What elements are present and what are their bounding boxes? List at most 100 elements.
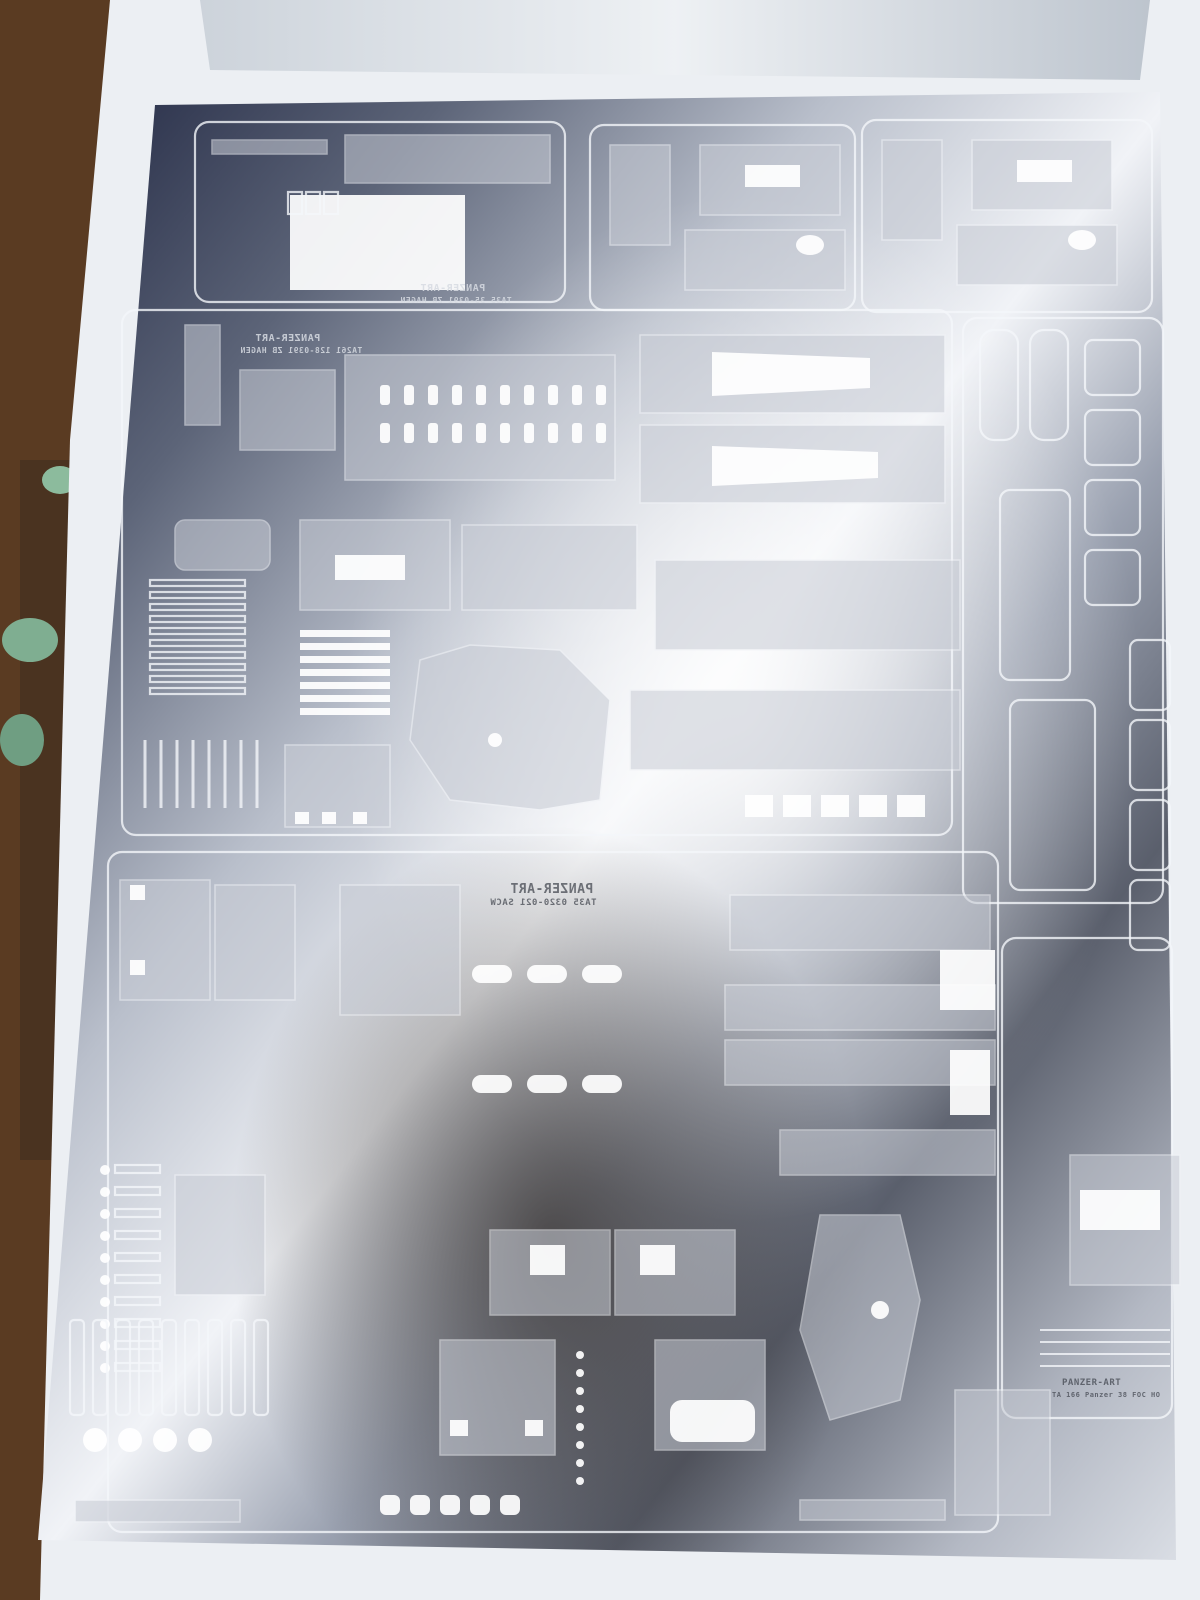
part-tab-cutout [783,795,811,817]
part-chain-link [100,1275,110,1285]
part-chain-bar [113,1229,162,1241]
part-square-plate [239,369,336,451]
part-cover-plate [799,1214,921,1421]
part-tool-clamp [206,1318,224,1417]
part-mantlet [174,519,271,571]
part-ladder-rung [148,686,247,696]
part-grille-slot [572,423,582,443]
part-grille-slot [524,385,534,405]
part-hinge-group [1128,718,1172,792]
part-hinge-group [1083,478,1142,537]
fret-frame [961,316,1165,905]
part-tool-frame [1008,698,1097,892]
part-grille-slot [476,385,486,405]
part-tool-clamp [160,1318,178,1417]
part-slat [300,682,390,689]
part-long-plate [629,689,961,771]
part-slat [300,630,390,637]
part-handle-frame [978,328,1020,442]
part-door-cutout [670,1400,755,1442]
part-hinge-group [1083,408,1142,467]
part-grille-slot [548,385,558,405]
part-bar [74,1499,241,1523]
part-small-cutout [500,1495,520,1515]
part-box-window [322,812,336,824]
fret-label-c-title: PANZER-ART [510,882,594,897]
part-bolt-hole [576,1441,584,1449]
part-cross-cutout [1080,1190,1160,1230]
part-ladder-rung [148,662,247,672]
part-grille-slot [476,423,486,443]
part-oval-slot [582,965,622,983]
fret-label-b: PANZER-ART [255,333,320,344]
part-tab-cutout [859,795,887,817]
part-chain-link [100,1209,110,1219]
part-tool-frame [998,488,1072,682]
part-chain-bar [113,1273,162,1285]
part-rail [344,134,551,184]
fret-label-d-code-text: TA 166 Panzer 38 FOC HO [1052,1391,1161,1399]
part-fender-cutout [940,950,995,1010]
part-deck-cutout [712,446,878,486]
part-chain-link [100,1187,110,1197]
part-skirt-hole [130,960,145,975]
part-small-frame [322,190,340,216]
part-chain-link [100,1165,110,1175]
part-bolt-hole [576,1369,584,1377]
part-bar [799,1499,946,1521]
part-grille-slot [428,423,438,443]
etched-parts [68,118,1181,1534]
part-grille-slot [596,423,606,443]
part-fender-long [729,894,991,951]
part-ladder-rung [148,674,247,684]
part-tab-cutout [897,795,925,817]
fret-label-b-code-text: TA261 128-0391 ZB HAGEN [240,346,363,355]
part-hinge-group [1083,338,1142,397]
fret-label-c-code: TA35 0320-021 SACW [490,898,597,908]
part-chain-bar [113,1163,162,1175]
part-small-cutout [410,1495,430,1515]
part-bolt-hole [576,1477,584,1485]
part-hole [1068,230,1096,250]
part-side-skirt [214,884,296,1001]
part-fender-cutout [950,1050,990,1115]
part-slat [300,669,390,676]
part-deck-cutout [712,352,870,396]
part-bolt-hole [576,1459,584,1467]
part-tool-clamp [137,1318,155,1417]
part-grille-slot [452,385,462,405]
part-chain-link [100,1297,110,1307]
part-skirt-hole [130,885,145,900]
part-chain-link [100,1231,110,1241]
fret-label-d: PANZER-ART [1062,1378,1121,1388]
part-window [745,165,800,187]
part-fender-long [779,1129,996,1176]
part-grille-slot [500,385,510,405]
part-oval-slot [527,965,567,983]
plastic-bag [200,0,1150,80]
part-slat [300,656,390,663]
fret-frame [193,120,567,304]
part-chain-link [100,1363,110,1373]
part-tool-clamp [91,1318,109,1417]
part-narrow-plate [184,324,221,426]
part-grille-plate [344,354,616,481]
part-bolt-hole [576,1387,584,1395]
part-small-cutout [470,1495,490,1515]
part-window [1017,160,1072,182]
part-hinge-group [1128,638,1172,712]
fret-label-b-title: PANZER-ART [255,333,321,344]
part-hinge-group [1128,878,1172,952]
part-sideplate [881,139,943,241]
part-sideplate [609,144,671,246]
fret-label-a-title: PANZER-ART [420,283,486,294]
part-ladder-rung [148,590,247,600]
fret-frame [860,118,1154,314]
part-oval-slot [527,1075,567,1093]
part-grille-slot [404,385,414,405]
part-hull-plate [461,524,638,611]
part-tool-clamp [252,1318,270,1417]
part-bolt-hole [576,1351,584,1359]
